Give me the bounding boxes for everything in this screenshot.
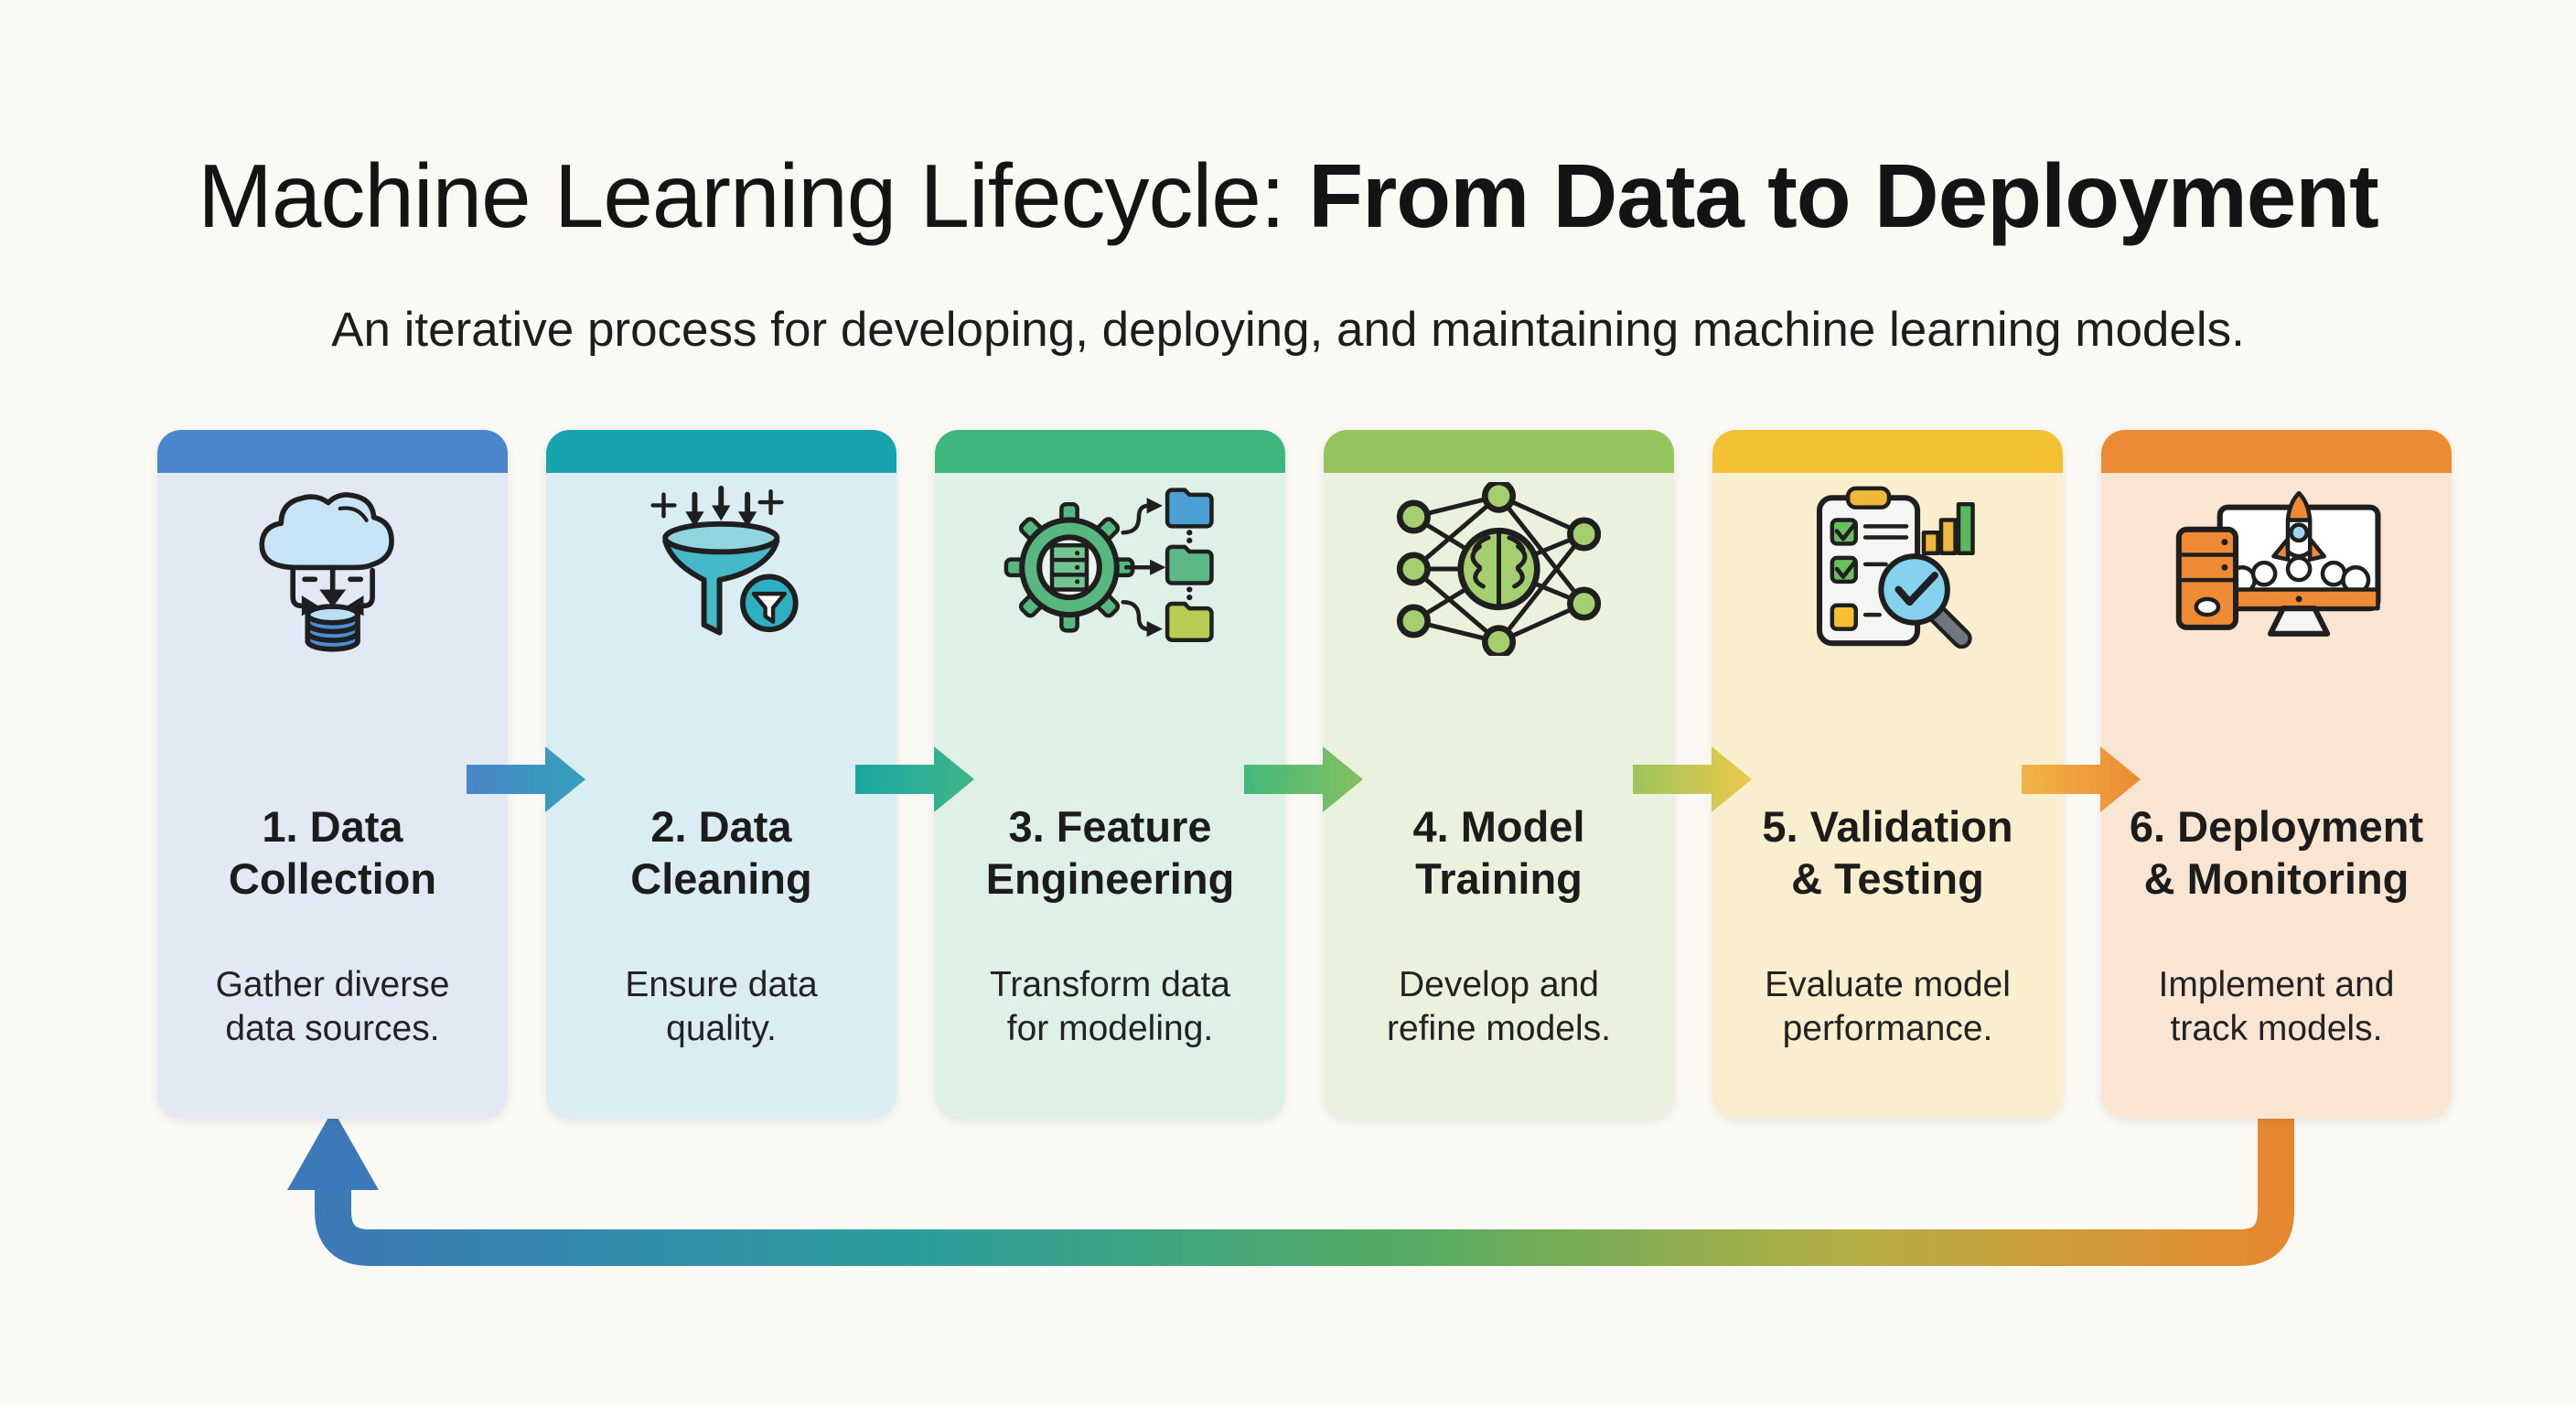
funnel-mouth <box>662 520 780 555</box>
step-title: 3. Feature Engineering <box>985 802 1235 904</box>
step-card-deployment-monitoring: 6. Deployment & Monitoring Implement and… <box>2101 430 2452 1119</box>
sparkle <box>757 488 784 516</box>
gear-transform-icon <box>1000 482 1221 656</box>
step-desc: Gather diverse data sources. <box>215 964 450 1049</box>
flow-arrow-1-2 <box>467 746 585 812</box>
step-title: 4. Model Training <box>1412 802 1585 904</box>
network-edges <box>1411 493 1587 645</box>
step-title: 2. Data Cleaning <box>630 802 812 904</box>
step-desc: Develop and refine models. <box>1387 964 1611 1049</box>
step1-header-bar <box>157 430 508 473</box>
server-in-gear <box>1049 542 1089 592</box>
rocket <box>2270 490 2326 583</box>
step4-header-bar <box>1324 430 1674 473</box>
step-desc: Evaluate model performance. <box>1765 964 2011 1049</box>
step6-header-bar <box>2101 430 2452 473</box>
step-card-validation-testing: 5. Validation & Testing Evaluate model p… <box>1712 430 2063 1119</box>
funnel-filter-icon <box>620 482 822 656</box>
flow-arrow-2-3 <box>855 746 974 812</box>
feedback-loop-path <box>315 1114 2294 1266</box>
flow-arrow-5-6 <box>2022 746 2141 812</box>
folders <box>1165 488 1214 642</box>
page-title-regular: Machine Learning Lifecycle: <box>198 145 1309 246</box>
network-nodes <box>1396 482 1602 656</box>
left-elbow-arrow <box>290 567 305 609</box>
step-title: 5. Validation & Testing <box>1762 802 2013 904</box>
clipboard-clip <box>1846 486 1892 509</box>
checklist-magnifier-icon <box>1785 482 1991 656</box>
page-title-bold: From Data to Deployment <box>1308 145 2378 246</box>
step-desc: Implement and track models. <box>2158 964 2395 1049</box>
step-card-model-training: 4. Model Training Develop and refine mod… <box>1324 430 1674 1119</box>
step-title: 1. Data Collection <box>228 802 437 904</box>
step2-header-bar <box>546 430 896 473</box>
page-subtitle: An iterative process for developing, dep… <box>331 303 2245 357</box>
magnifier-lens <box>1878 553 1951 626</box>
checkbox <box>1830 518 1859 546</box>
sparkle <box>650 492 677 519</box>
step-card-data-cleaning: 2. Data Cleaning Ensure data quality. <box>546 430 896 1119</box>
cloud-database-icon <box>237 482 428 656</box>
step-desc: Transform data for modeling. <box>990 964 1230 1049</box>
step-title: 6. Deployment & Monitoring <box>2129 802 2424 904</box>
database-top <box>305 604 360 626</box>
step3-header-bar <box>935 430 1285 473</box>
step5-header-bar <box>1712 430 2063 473</box>
page-title: Machine Learning Lifecycle: From Data to… <box>0 145 2576 247</box>
filter-glyph <box>751 591 788 624</box>
neural-network-brain-icon <box>1386 482 1612 656</box>
pending-box <box>1830 603 1859 631</box>
checkbox <box>1830 555 1859 585</box>
step-card-data-collection: 1. Data Collection Gather diverse data s… <box>157 430 508 1119</box>
step-card-feature-engineering: 3. Feature Engineering Transform data fo… <box>935 430 1285 1119</box>
bar-chart <box>1921 501 1976 555</box>
flow-arrow-4-5 <box>1633 746 1752 812</box>
cloud-shape <box>259 492 394 571</box>
loop-arrowhead <box>287 1110 379 1190</box>
steps-row: 1. Data Collection Gather diverse data s… <box>157 430 2452 1119</box>
gear <box>1004 501 1134 633</box>
funnel-body <box>662 538 780 636</box>
right-elbow-arrow <box>360 567 375 609</box>
monitor-stand <box>2267 606 2330 637</box>
rocket-monitor-icon <box>2166 482 2388 656</box>
step-desc: Ensure data quality. <box>625 964 818 1049</box>
flow-arrow-3-4 <box>1244 746 1363 812</box>
